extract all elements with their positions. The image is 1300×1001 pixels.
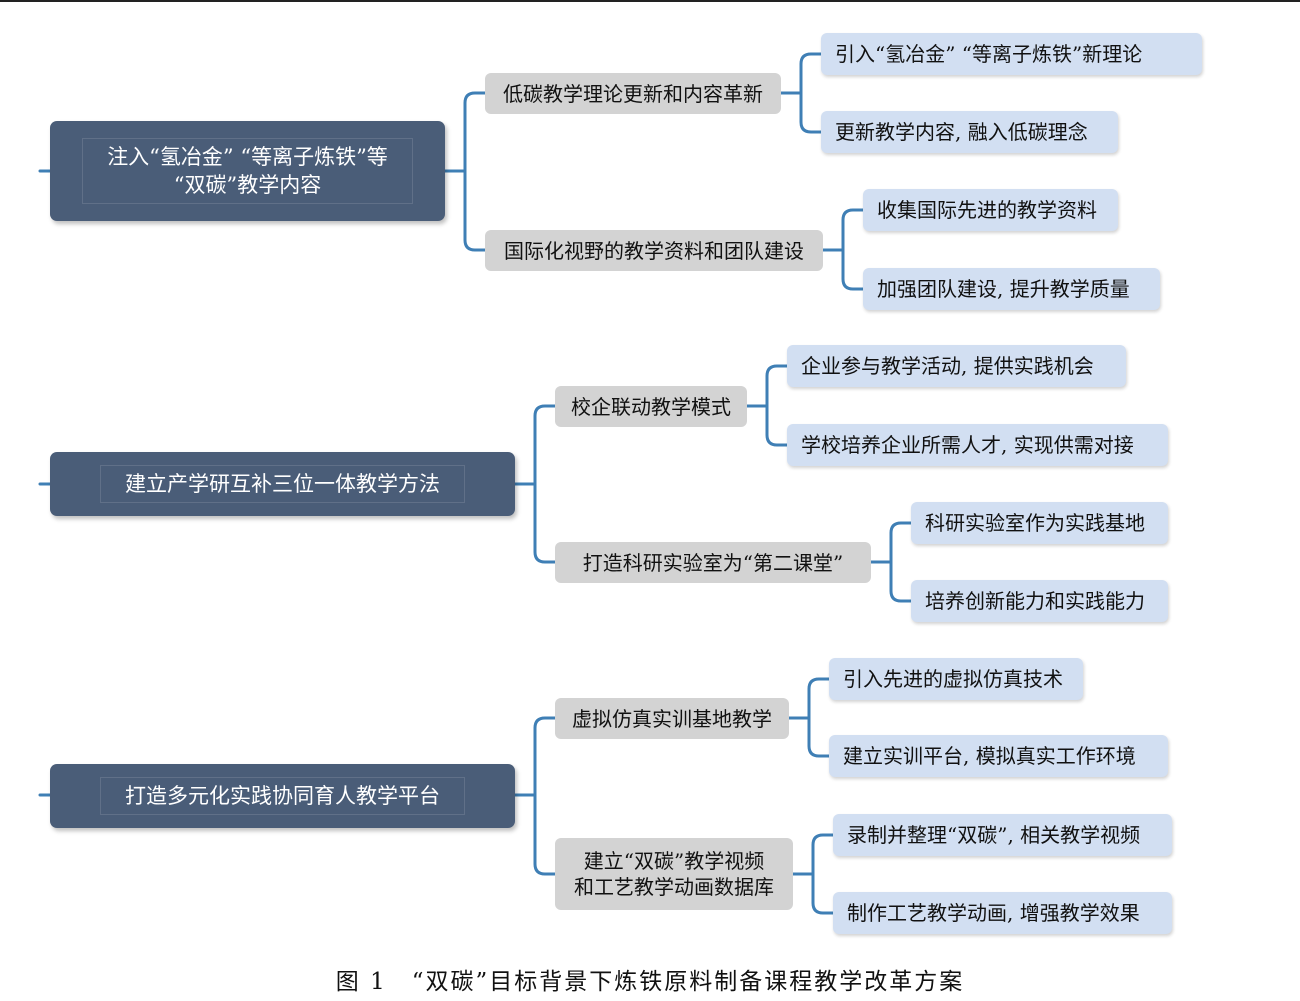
- connector-branch1-leaves: [779, 52, 823, 134]
- branch-node-4: 打造科研实验室为“第二课堂”: [555, 542, 871, 583]
- root-node-1: 注入“氢冶金” “等离子炼铁”等 “双碳”教学内容: [50, 121, 445, 221]
- root-node-1-label: 注入“氢冶金” “等离子炼铁”等 “双碳”教学内容: [82, 138, 413, 204]
- leaf-node-9: 引入先进的虚拟仿真技术: [829, 658, 1083, 700]
- connector-branch5-leaves: [787, 677, 831, 758]
- leaf-node-4: 加强团队建设, 提升教学质量: [863, 268, 1160, 310]
- connector-root2-branches: [513, 404, 557, 564]
- leaf-node-8: 培养创新能力和实践能力: [911, 580, 1168, 622]
- connector-branch3-leaves: [745, 364, 789, 447]
- figure-caption: 图 1 “双碳”目标背景下炼铁原料制备课程教学改革方案: [335, 969, 965, 995]
- leaf-node-6: 学校培养企业所需人才, 实现供需对接: [787, 424, 1168, 466]
- branch-node-3: 校企联动教学模式: [555, 386, 747, 427]
- connector-branch6-leaves: [791, 833, 835, 915]
- root-node-3: 打造多元化实践协同育人教学平台: [50, 764, 515, 828]
- leaf-node-5: 企业参与教学活动, 提供实践机会: [787, 345, 1126, 387]
- connector-root3-branches: [513, 716, 557, 876]
- leaf-node-10: 建立实训平台, 模拟真实工作环境: [829, 735, 1168, 777]
- leaf-node-3: 收集国际先进的教学资料: [863, 189, 1118, 231]
- top-border-line: [0, 0, 1300, 2]
- leaf-node-7: 科研实验室作为实践基地: [911, 502, 1168, 544]
- leaf-node-2: 更新教学内容, 融入低碳理念: [821, 111, 1118, 153]
- connector-branch2-leaves: [821, 208, 865, 291]
- root-node-3-label: 打造多元化实践协同育人教学平台: [100, 777, 465, 815]
- branch-node-5: 虚拟仿真实训基地教学: [555, 698, 789, 739]
- root-node-2: 建立产学研互补三位一体教学方法: [50, 452, 515, 516]
- leaf-node-11: 录制并整理“双碳”, 相关教学视频: [833, 814, 1172, 856]
- branch-node-1: 低碳教学理论更新和内容革新: [485, 73, 781, 114]
- leaf-node-12: 制作工艺教学动画, 增强教学效果: [833, 892, 1172, 934]
- connector-root1-branches: [442, 91, 487, 252]
- branch-node-2: 国际化视野的教学资料和团队建设: [485, 230, 823, 271]
- connector-branch4-leaves: [869, 521, 913, 603]
- branch-node-6: 建立“双碳”教学视频 和工艺教学动画数据库: [555, 838, 793, 910]
- root-node-2-label: 建立产学研互补三位一体教学方法: [100, 465, 465, 503]
- leaf-node-1: 引入“氢冶金” “等离子炼铁”新理论: [821, 33, 1202, 75]
